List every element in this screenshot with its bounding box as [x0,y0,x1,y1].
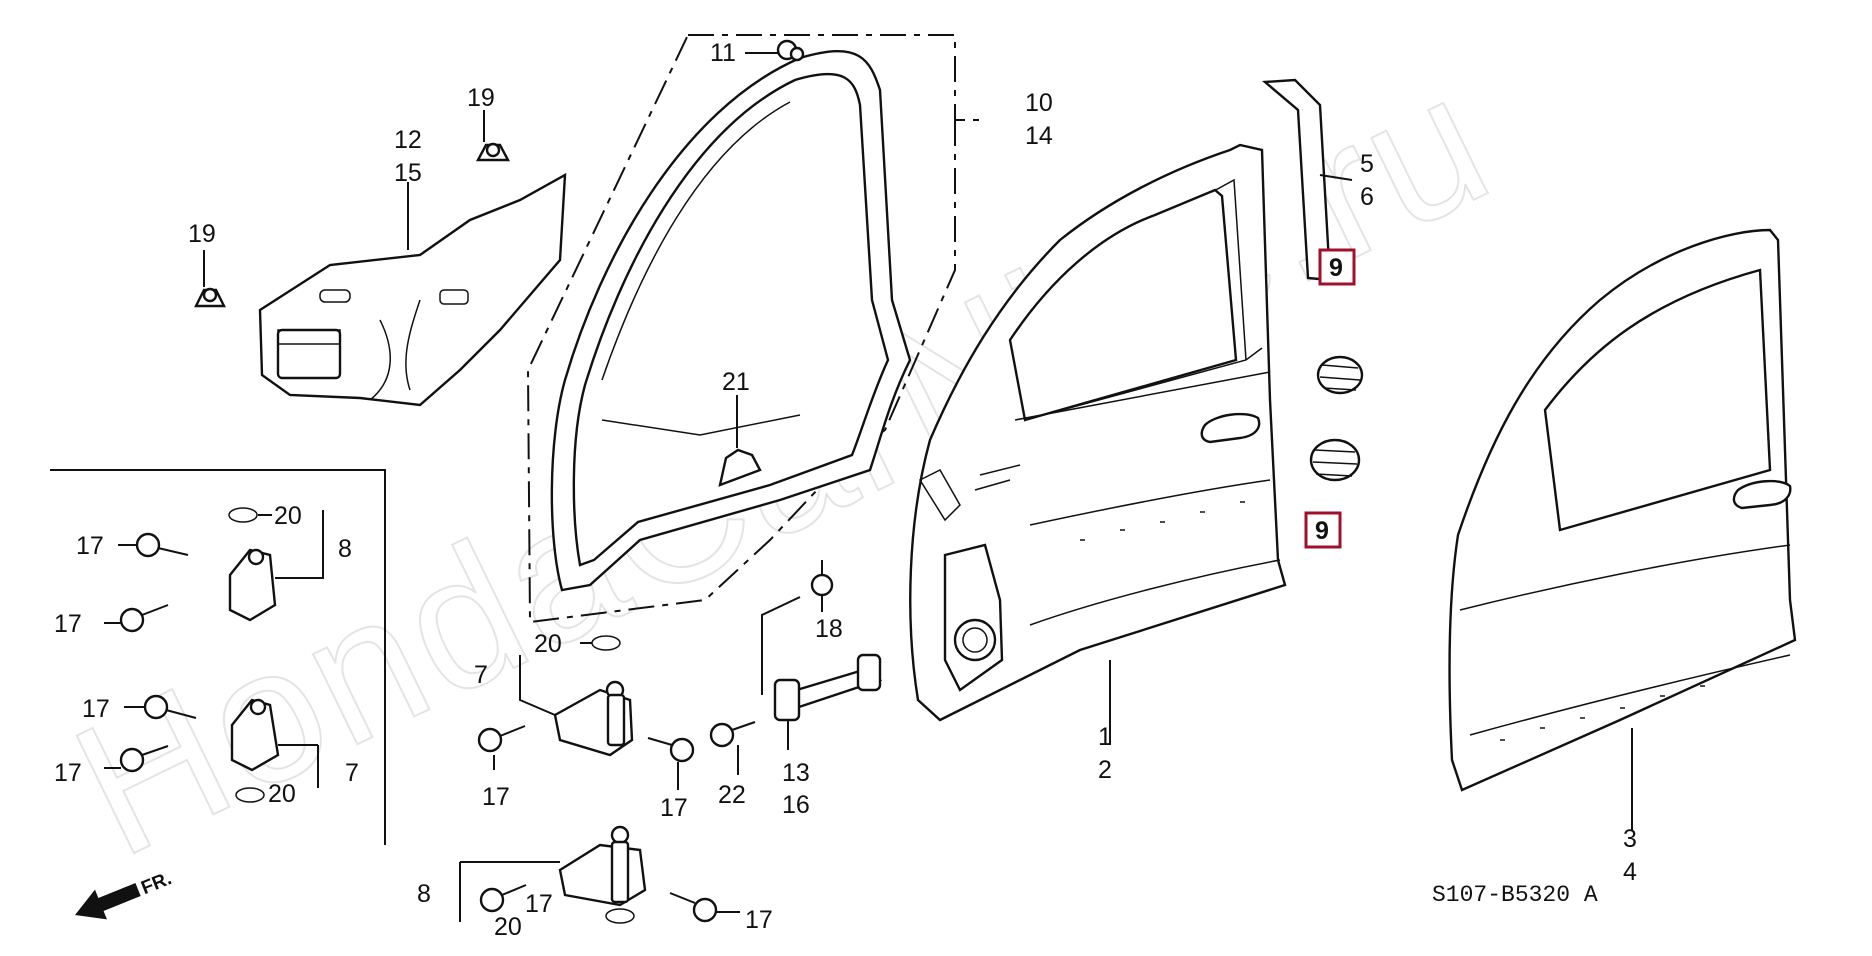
callout-22[interactable]: 22 [718,781,746,809]
callout-17-c[interactable]: 17 [82,695,110,723]
callout-4[interactable]: 4 [1623,858,1637,886]
clip-21 [718,395,762,487]
inner-panel-cover [258,172,567,407]
bolt-17-f [647,737,695,790]
washer-20-d [605,908,635,924]
bolt-22 [709,721,756,775]
washer-20-a [228,507,272,523]
callout-17-f[interactable]: 17 [660,794,688,822]
clip-11 [745,39,805,62]
clip-19-lower [194,250,226,308]
bolt-18 [810,560,834,612]
callout-17-b[interactable]: 17 [54,610,82,638]
callout-19-upper[interactable]: 19 [467,84,495,112]
plug-9-lower [1309,438,1361,482]
hinge-7-left [230,698,319,788]
bolt-17-h [669,892,740,923]
bolt-17-d [104,745,169,773]
callout-17-e[interactable]: 17 [482,783,510,811]
callout-6[interactable]: 6 [1360,183,1374,211]
callout-16[interactable]: 16 [782,791,810,819]
callout-19-lower[interactable]: 19 [188,220,216,248]
bolt-17-b [104,604,169,633]
callout-2[interactable]: 2 [1098,756,1112,784]
callout-20-a[interactable]: 20 [274,502,302,530]
callout-12[interactable]: 12 [394,126,422,154]
callout-13[interactable]: 13 [782,759,810,787]
diagram-code: S107-B5320 A [1432,882,1598,908]
washer-20-b [580,635,621,651]
callout-20-d[interactable]: 20 [494,913,522,941]
callout-17-a[interactable]: 17 [76,532,104,560]
callout-7-a[interactable]: 7 [345,759,359,787]
plug-9-upper [1316,355,1364,395]
callout-9-upper[interactable]: 9 [1329,254,1343,282]
front-direction-arrow: FR. [75,868,175,920]
hinge-8-left [228,510,324,622]
callout-8-a[interactable]: 8 [338,535,352,563]
callout-9-lower-box[interactable] [1304,511,1342,549]
door-shell-outer [1448,228,1797,830]
callout-8-b[interactable]: 8 [417,880,431,908]
washer-20-c [235,787,265,803]
door-checker [761,596,883,750]
callout-1[interactable]: 1 [1098,723,1112,751]
callout-7-b[interactable]: 7 [474,661,488,689]
clip-19-upper [476,110,510,162]
bolt-17-c [124,694,197,720]
callout-21[interactable]: 21 [722,368,750,396]
callout-9-lower[interactable]: 9 [1315,517,1329,545]
bolt-17-g [479,884,527,913]
callout-17-g[interactable]: 17 [525,890,553,918]
callout-10[interactable]: 10 [1025,89,1053,117]
callout-20-b[interactable]: 20 [534,630,562,658]
callout-18[interactable]: 18 [815,615,843,643]
callout-17-d[interactable]: 17 [54,759,82,787]
bolt-17-e [477,725,526,770]
callout-15[interactable]: 15 [394,159,422,187]
lower-hinge-right [459,825,647,922]
callout-17-h[interactable]: 17 [745,906,773,934]
weatherstrip-frame [526,34,985,624]
callout-20-c[interactable]: 20 [268,780,296,808]
hinge-group-frame [50,469,386,845]
bolt-17-a [118,532,189,558]
upper-hinge-right [519,655,634,757]
callout-14[interactable]: 14 [1025,122,1053,150]
door-shell-front [909,143,1287,745]
callout-5[interactable]: 5 [1360,150,1374,178]
callout-11[interactable]: 11 [710,39,736,67]
callout-3[interactable]: 3 [1623,825,1637,853]
weatherstrip-seal [550,49,912,592]
callout-9-upper-box[interactable] [1318,248,1356,286]
